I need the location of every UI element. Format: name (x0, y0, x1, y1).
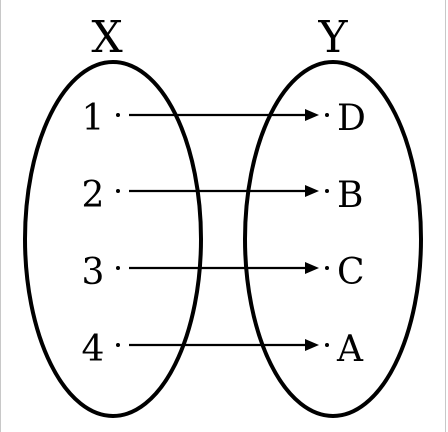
codomain-element-dot (325, 189, 329, 193)
mapping-arrow (129, 185, 319, 197)
domain-element-label: 4 (82, 329, 105, 370)
domain-set-title: X (91, 12, 123, 63)
domain-element-dot (116, 343, 120, 347)
mapping-arrow (129, 109, 319, 121)
domain-element-label: 2 (82, 175, 105, 216)
domain-element-label: 1 (82, 98, 105, 139)
mapping-arrow (129, 339, 319, 351)
domain-set-oval (23, 60, 203, 418)
codomain-set-title: Y (317, 12, 348, 63)
domain-element-dot (116, 189, 120, 193)
codomain-element-label: D (337, 98, 366, 139)
codomain-element-label: C (337, 252, 365, 293)
domain-element-dot (116, 266, 120, 270)
codomain-element-label: B (337, 175, 363, 216)
codomain-element-dot (325, 113, 329, 117)
codomain-element-dot (325, 266, 329, 270)
codomain-element-label: A (336, 329, 364, 370)
codomain-set-oval (243, 60, 423, 418)
domain-element-label: 3 (82, 252, 105, 293)
mapping-arrow (129, 262, 319, 274)
codomain-element-dot (325, 343, 329, 347)
domain-element-dot (116, 113, 120, 117)
